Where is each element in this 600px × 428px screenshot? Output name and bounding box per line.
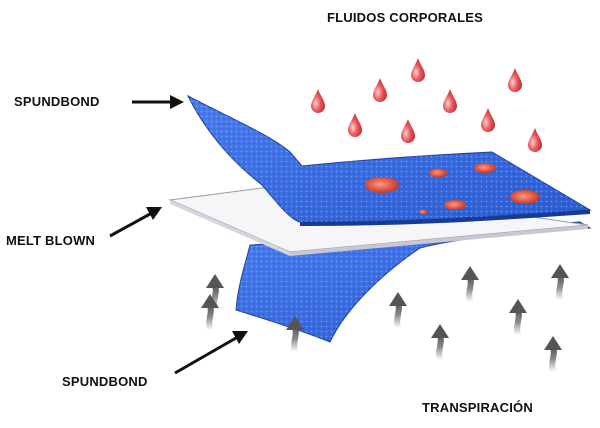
up-arrow-icon	[389, 292, 407, 331]
droplet-icon	[348, 113, 362, 137]
label-spundbond-top: SPUNDBOND	[14, 94, 100, 109]
fluid-spot	[444, 200, 466, 210]
pointer-arrow-icon	[109, 207, 162, 238]
up-arrow-icon	[201, 294, 219, 333]
up-arrow-icon	[286, 316, 304, 355]
droplet-icon	[528, 128, 542, 152]
droplets	[311, 58, 542, 152]
droplet-icon	[443, 89, 457, 113]
up-arrow-icon	[431, 324, 449, 363]
label-fluidos-corporales: FLUIDOS CORPORALES	[327, 10, 483, 25]
pointer-arrow-icon	[174, 331, 248, 375]
droplet-icon	[373, 78, 387, 102]
up-arrow-icon	[551, 264, 569, 303]
up-arrow-icon	[461, 266, 479, 305]
fluid-spot	[474, 163, 496, 173]
transpiration-arrows	[201, 264, 569, 375]
up-arrow-icon	[544, 336, 562, 375]
label-melt-blown: MELT BLOWN	[6, 233, 96, 248]
droplet-icon	[508, 68, 522, 92]
fluid-spots	[365, 163, 540, 215]
label-transpiracion: TRANSPIRACIÓN	[422, 400, 533, 415]
spundbond-top-layer	[186, 94, 592, 226]
droplet-icon	[411, 58, 425, 82]
fluid-spot	[429, 168, 447, 178]
fluid-spot	[365, 177, 399, 193]
fluid-spot	[419, 209, 427, 215]
pointer-arrows	[109, 95, 248, 375]
droplet-icon	[311, 89, 325, 113]
droplet-icon	[481, 108, 495, 132]
up-arrow-icon	[509, 299, 527, 338]
droplet-icon	[401, 119, 415, 143]
fluid-spot	[510, 190, 540, 204]
label-spundbond-bottom: SPUNDBOND	[62, 374, 148, 389]
pointer-arrow-icon	[132, 95, 184, 109]
